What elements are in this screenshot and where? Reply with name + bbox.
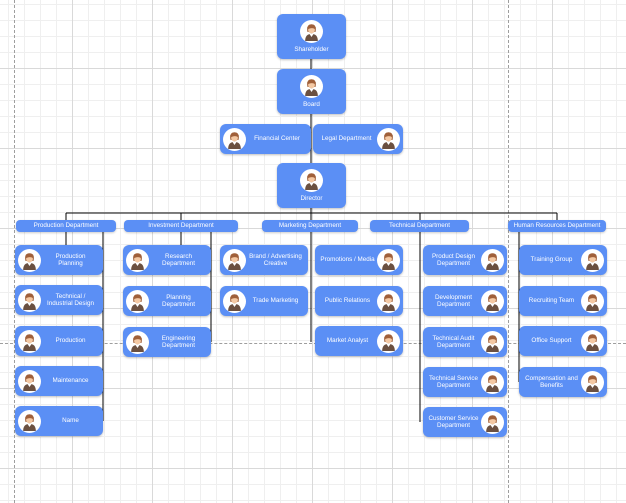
- person-avatar-icon: [377, 127, 400, 151]
- person-avatar-icon: [18, 329, 41, 353]
- node-board[interactable]: Board: [277, 69, 346, 114]
- node-label: Technical / Industrial Design: [47, 292, 94, 307]
- node-director[interactable]: Director: [277, 163, 346, 208]
- node-label: Market Analyst: [326, 337, 369, 345]
- person-avatar-icon: [300, 19, 323, 43]
- unit-name[interactable]: Name: [15, 406, 103, 436]
- unit-public-relations[interactable]: Public Relations: [315, 286, 403, 316]
- person-avatar-icon: [126, 248, 149, 272]
- node-shareholder[interactable]: Shareholder: [277, 14, 346, 59]
- unit-recruiting-team[interactable]: Recruiting Team: [519, 286, 607, 316]
- dept-human-resources[interactable]: Human Resources Department: [508, 220, 606, 232]
- person-avatar-icon: [300, 74, 323, 98]
- dept-investment[interactable]: Investment Department: [124, 220, 238, 232]
- page-break-line: [14, 0, 15, 503]
- node-label: Legal Department: [321, 135, 372, 143]
- person-avatar-icon: [223, 248, 246, 272]
- unit-technical-audit-department[interactable]: Technical Audit Department: [423, 327, 507, 357]
- dept-technical[interactable]: Technical Department: [370, 220, 469, 232]
- page-break-line: [508, 0, 509, 503]
- node-label: Technical Audit Department: [432, 334, 475, 349]
- node-label: Technical Service Department: [429, 374, 478, 389]
- person-avatar-icon: [223, 289, 246, 313]
- unit-research-department[interactable]: Research Department: [123, 245, 211, 275]
- unit-maintenance[interactable]: Maintenance: [15, 366, 103, 396]
- node-label: Brand / Advertising Creative: [249, 252, 302, 267]
- node-label: Training Group: [530, 256, 573, 264]
- unit-trade-marketing[interactable]: Trade Marketing: [220, 286, 308, 316]
- node-label: Financial Center: [254, 135, 300, 143]
- node-financial-center[interactable]: Financial Center: [220, 124, 311, 154]
- node-label: Planning Department: [162, 293, 195, 308]
- node-label: Promotions / Media: [320, 256, 375, 264]
- node-label: Maintenance: [52, 377, 89, 385]
- node-label: Engineering Department: [161, 334, 196, 349]
- node-label: Compensation and Benefits: [525, 374, 578, 389]
- unit-technical-service-department[interactable]: Technical Service Department: [423, 367, 507, 397]
- unit-training-group[interactable]: Training Group: [519, 245, 607, 275]
- unit-customer-service-department[interactable]: Customer Service Department: [423, 407, 507, 437]
- node-label: Product Design Department: [431, 252, 476, 267]
- node-label: Research Department: [162, 252, 195, 267]
- node-label: Production Planning: [55, 252, 86, 267]
- unit-promotions-media[interactable]: Promotions / Media: [315, 245, 403, 275]
- person-avatar-icon: [581, 248, 604, 272]
- unit-office-support[interactable]: Office Support: [519, 326, 607, 356]
- person-avatar-icon: [18, 409, 41, 433]
- dept-marketing[interactable]: Marketing Department: [262, 220, 358, 232]
- person-avatar-icon: [300, 168, 323, 192]
- person-avatar-icon: [18, 248, 41, 272]
- person-avatar-icon: [581, 289, 604, 313]
- unit-production[interactable]: Production: [15, 326, 103, 356]
- person-avatar-icon: [581, 329, 604, 353]
- unit-engineering-department[interactable]: Engineering Department: [123, 327, 211, 357]
- node-legal-department[interactable]: Legal Department: [313, 124, 403, 154]
- dept-production[interactable]: Production Department: [16, 220, 116, 232]
- person-avatar-icon: [481, 370, 504, 394]
- person-avatar-icon: [481, 410, 504, 434]
- node-label: Board: [303, 100, 320, 108]
- node-label: Development Department: [434, 293, 473, 308]
- node-label: Shareholder: [294, 45, 329, 53]
- person-avatar-icon: [223, 127, 246, 151]
- person-avatar-icon: [481, 248, 504, 272]
- unit-brand-advertising-creative[interactable]: Brand / Advertising Creative: [220, 245, 308, 275]
- person-avatar-icon: [126, 330, 149, 354]
- node-label: Production: [55, 337, 86, 345]
- person-avatar-icon: [481, 289, 504, 313]
- node-label: Customer Service Department: [428, 414, 479, 429]
- person-avatar-icon: [377, 289, 400, 313]
- unit-compensation-and-benefits[interactable]: Compensation and Benefits: [519, 367, 607, 397]
- person-avatar-icon: [18, 288, 41, 312]
- unit-market-analyst[interactable]: Market Analyst: [315, 326, 403, 356]
- node-label: Name: [62, 417, 79, 425]
- person-avatar-icon: [481, 330, 504, 354]
- person-avatar-icon: [18, 369, 41, 393]
- unit-production-planning[interactable]: Production Planning: [15, 245, 103, 275]
- person-avatar-icon: [377, 329, 400, 353]
- node-label: Office Support: [531, 337, 572, 345]
- node-label: Public Relations: [324, 297, 371, 305]
- person-avatar-icon: [126, 289, 149, 313]
- node-label: Recruiting Team: [528, 297, 575, 305]
- unit-planning-department[interactable]: Planning Department: [123, 286, 211, 316]
- node-label: Director: [300, 194, 323, 202]
- person-avatar-icon: [581, 370, 604, 394]
- unit-technical-industrial-design[interactable]: Technical / Industrial Design: [15, 285, 103, 315]
- person-avatar-icon: [377, 248, 400, 272]
- unit-development-department[interactable]: Development Department: [423, 286, 507, 316]
- node-label: Trade Marketing: [252, 297, 299, 305]
- page-break-line: [0, 343, 626, 344]
- unit-product-design-department[interactable]: Product Design Department: [423, 245, 507, 275]
